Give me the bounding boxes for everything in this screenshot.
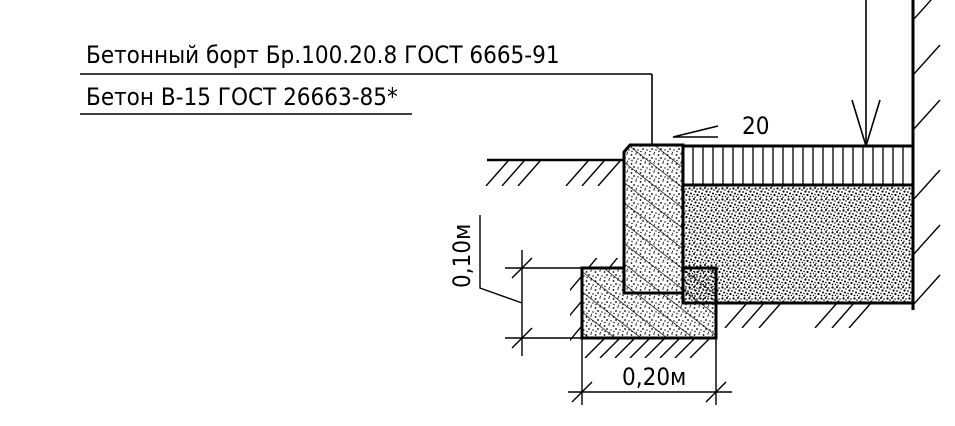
load-arrow bbox=[851, 0, 881, 149]
dimension-height bbox=[479, 215, 582, 356]
slope-value: 20 bbox=[742, 112, 769, 140]
concrete-label: Бетон В-15 ГОСТ 26663-85* bbox=[86, 83, 398, 111]
pavement-base-layer bbox=[681, 183, 915, 305]
dimension-width-label: 0,20м bbox=[622, 363, 686, 391]
slope-indicator: 20 bbox=[672, 112, 769, 140]
curb-label: Бетонный борт Бр.100.20.8 ГОСТ 6665-91 bbox=[86, 41, 560, 69]
label-leaders bbox=[80, 73, 653, 148]
pavement-surface-layer bbox=[681, 144, 915, 187]
dimension-height-label: 0,10м bbox=[448, 224, 476, 288]
dimension-width bbox=[568, 338, 732, 405]
curb-stone bbox=[622, 143, 685, 295]
ground-surface bbox=[485, 158, 624, 186]
